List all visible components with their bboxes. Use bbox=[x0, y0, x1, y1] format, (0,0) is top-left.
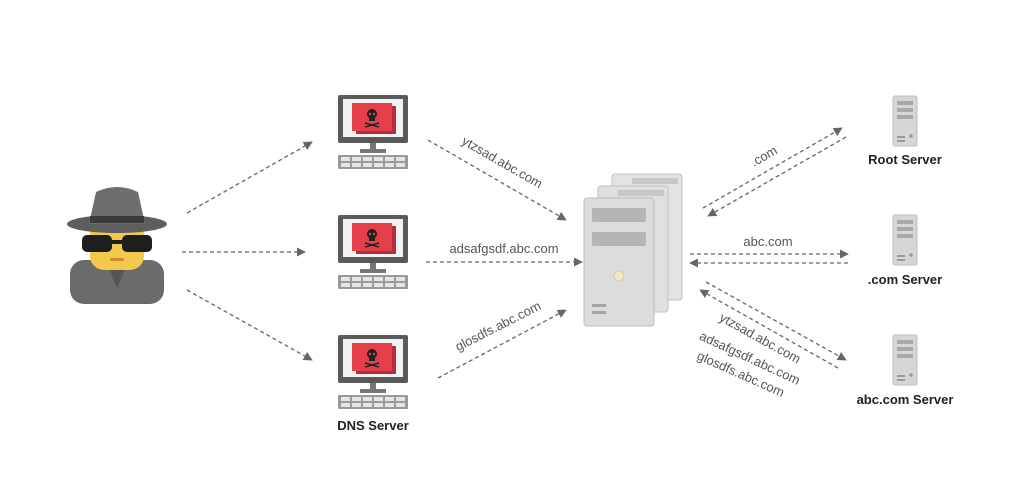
com-query-label: abc.com bbox=[743, 234, 792, 249]
arrow-resolver-to-abc bbox=[705, 281, 847, 361]
query-label-2: adsafgsdf.abc.com bbox=[449, 241, 558, 256]
query-label-3: glosdfs.abc.com bbox=[453, 298, 544, 354]
dns-server-label: DNS Server bbox=[337, 418, 409, 433]
abc-server-icon bbox=[892, 334, 918, 386]
infected-computer-icon bbox=[337, 94, 409, 170]
root-query-label: .com bbox=[748, 143, 780, 170]
arrow-root-to-resolver bbox=[707, 136, 847, 217]
arrow-attacker-to-top-dns bbox=[186, 141, 313, 214]
arrow-attacker-to-bottom-dns bbox=[186, 289, 313, 361]
spy-attacker-icon bbox=[67, 187, 167, 304]
server-stack-icon bbox=[583, 173, 683, 327]
arrow-resolver-to-root bbox=[702, 127, 843, 209]
root-server-label: Root Server bbox=[868, 152, 942, 167]
root-server-icon bbox=[892, 95, 918, 147]
com-server-label: .com Server bbox=[868, 272, 942, 287]
infected-computer-icon bbox=[337, 214, 409, 290]
infected-computer-icon bbox=[337, 334, 409, 410]
arrow-query-1 bbox=[427, 139, 567, 221]
arrow-query-3 bbox=[437, 309, 567, 379]
arrow-abc-to-resolver bbox=[699, 289, 839, 369]
com-server-icon bbox=[892, 214, 918, 266]
abc-server-label: abc.com Server bbox=[857, 392, 954, 407]
